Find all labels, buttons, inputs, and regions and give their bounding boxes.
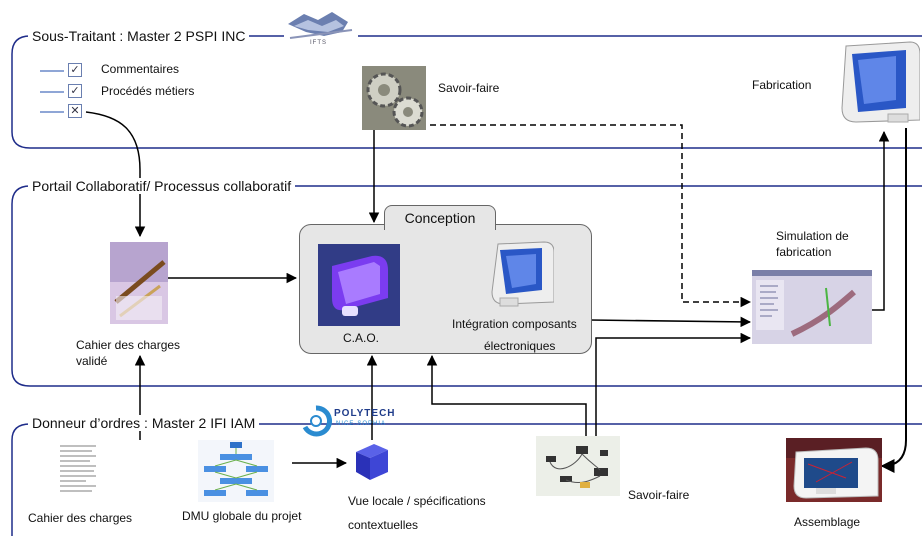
assemblage-photo-image	[786, 438, 882, 502]
simulation-label-2: fabrication	[776, 245, 832, 259]
checklist-dash	[40, 91, 64, 93]
gears-image	[362, 66, 426, 130]
cao-image	[318, 244, 400, 326]
cahier-valide-label-2: validé	[76, 354, 108, 368]
dmu-label: DMU globale du projet	[182, 509, 302, 523]
zone-title-portail: Portail Collaboratif/ Processus collabor…	[28, 178, 296, 194]
check-icon: ✓	[68, 84, 82, 98]
checklist-dash	[40, 111, 64, 113]
check-icon: ✓	[68, 63, 82, 77]
electronics-photo-image	[536, 436, 620, 496]
polytech-logo: POLYTECH NICE-SOPHIA	[300, 405, 420, 437]
fabrication-label: Fabrication	[752, 78, 812, 92]
cahier-document-image	[56, 440, 100, 500]
polytech-text: POLYTECH	[334, 408, 396, 419]
polytech-subtext: NICE-SOPHIA	[336, 421, 387, 427]
fabrication-device-image	[836, 40, 921, 126]
cahier-valide-label-1: Cahier des charges	[76, 338, 181, 352]
vue-locale-label-2: contextuelles	[348, 518, 419, 532]
savoir-faire-top-label: Savoir-faire	[438, 81, 500, 95]
checklist-dash	[40, 70, 64, 72]
simulation-screenshot-image	[752, 270, 872, 344]
integration-label-2: électroniques	[484, 339, 556, 353]
cross-icon: ✕	[68, 104, 82, 118]
cube-icon	[350, 440, 390, 482]
assemblage-label: Assemblage	[794, 515, 861, 529]
checklist-item-commentaires: Commentaires	[101, 62, 180, 76]
integration-device-image	[490, 238, 555, 312]
conception-title: Conception	[384, 205, 496, 230]
cao-label: C.A.O.	[343, 331, 380, 345]
vue-locale-label-1: Vue locale / spécifications	[348, 494, 486, 508]
integration-label-1: Intégration composants	[452, 317, 577, 331]
checklist-item-procedes: Procédés métiers	[101, 84, 195, 98]
savoir-faire-bottom-label: Savoir-faire	[628, 488, 690, 502]
zone-title-donneur: Donneur d’ordres : Master 2 IFI IAM	[28, 415, 260, 431]
cahier-valide-image	[110, 242, 168, 324]
ifts-logo: IFTS	[284, 8, 358, 50]
ifts-text: IFTS	[310, 40, 327, 46]
dmu-diagram-image	[198, 440, 274, 502]
cahier-label: Cahier des charges	[28, 511, 133, 525]
simulation-label-1: Simulation de	[776, 229, 849, 243]
zone-title-sous-traitant: Sous-Traitant : Master 2 PSPI INC	[28, 28, 250, 44]
